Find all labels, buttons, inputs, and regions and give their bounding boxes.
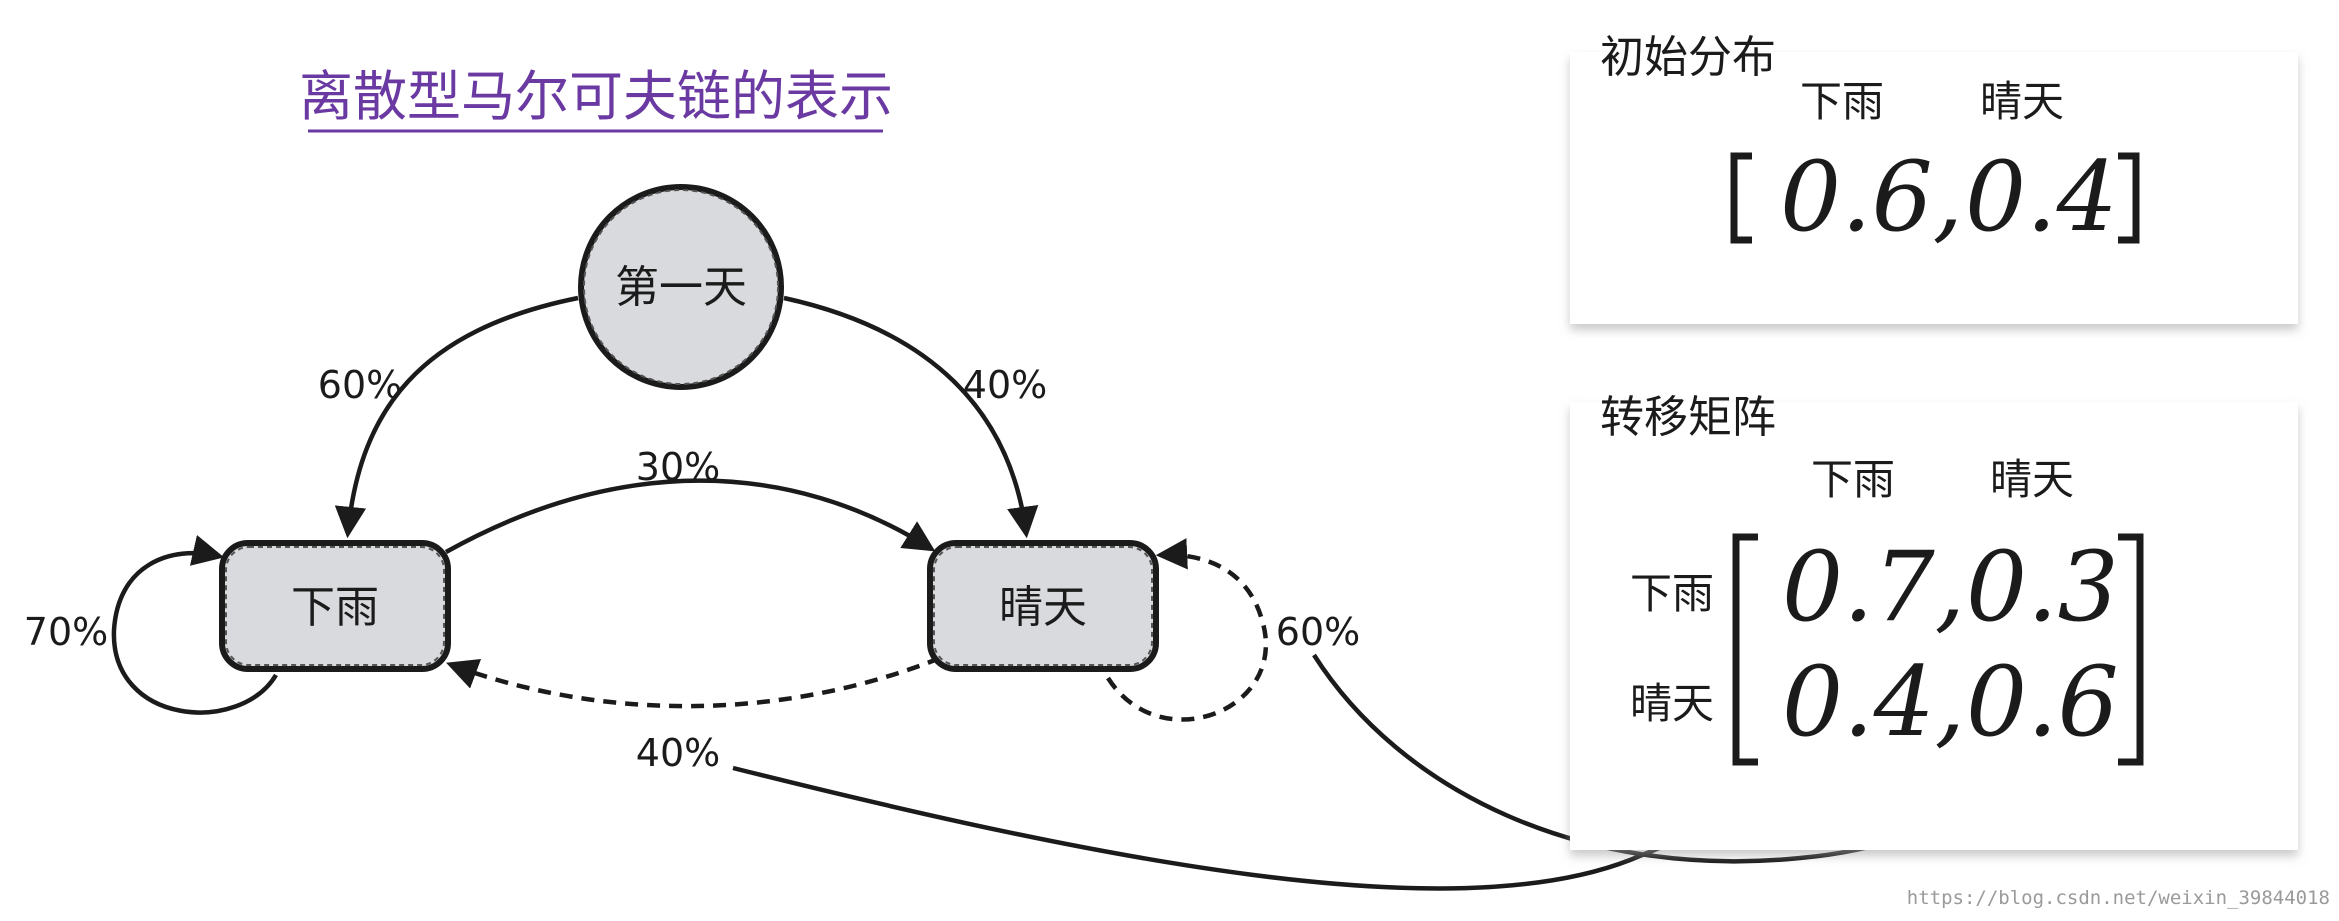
node-rain-rough-edge <box>225 546 445 666</box>
matrix-col-rain: 下雨 <box>1811 455 1895 504</box>
matrix-bracket-right <box>2118 533 2144 766</box>
matrix-cell-0-0: 0.7, <box>1782 531 1965 643</box>
label-start-to-sunny: 40% <box>963 363 1047 407</box>
matrix-cell-1-1: 0.6 <box>1966 646 2119 758</box>
node-rain-shape <box>219 540 451 672</box>
node-sunny: 晴天 <box>927 540 1159 672</box>
matrix-panel-heading: 转移矩阵 <box>1600 392 1776 443</box>
label-start-to-rain: 60% <box>318 363 402 407</box>
label-rain-self: 70% <box>24 610 108 654</box>
edges <box>111 295 2028 891</box>
diagram-title: 离散型马尔可夫链的表示 <box>299 65 893 133</box>
edge-sunny-self-loop <box>1106 538 1269 722</box>
initial-col-sunny: 晴天 <box>1980 77 2064 126</box>
node-start-rough-edge <box>583 189 779 385</box>
watermark-url: https://blog.csdn.net/weixin_39844018 <box>1907 887 2330 909</box>
matrix-row-sunny: 晴天 <box>1630 679 1714 728</box>
node-rain-label: 下雨 <box>291 582 379 633</box>
label-sunny-self: 60% <box>1276 610 1360 654</box>
matrix-row-rain: 下雨 <box>1630 569 1714 618</box>
node-start: 第一天 <box>578 184 784 390</box>
edge-rain-self-loop <box>111 535 278 715</box>
initial-distribution-panel: 初始分布 下雨 晴天 0.6, 0.4 <box>1570 32 2298 324</box>
node-sunny-shape <box>927 540 1159 672</box>
node-rain: 下雨 <box>219 540 451 672</box>
edge-start-to-sunny <box>783 295 1039 539</box>
initial-bracket-left <box>1730 152 1752 244</box>
matrix-panel-card <box>1570 402 2298 850</box>
edge-rain-to-sunny <box>444 478 936 554</box>
label-sunny-to-rain: 40% <box>636 731 720 775</box>
initial-panel-card <box>1570 52 2298 324</box>
edge-start-to-rain <box>334 295 579 539</box>
matrix-cell-1-0: 0.4, <box>1782 646 1965 758</box>
diagram-title-text: 离散型马尔可夫链的表示 <box>299 65 893 128</box>
initial-value-sunny: 0.4 <box>1965 141 2118 253</box>
transition-matrix-panel: 转移矩阵 下雨 晴天 下雨 晴天 0.7, 0.3 0.4, 0.6 <box>1570 392 2298 850</box>
label-rain-to-sunny: 30% <box>636 445 720 489</box>
node-start-label: 第一天 <box>615 262 747 313</box>
node-sunny-label: 晴天 <box>999 582 1087 633</box>
initial-value-rain: 0.6, <box>1780 141 1963 253</box>
initial-bracket-right <box>2118 152 2140 244</box>
node-start-shape <box>578 184 784 390</box>
initial-panel-heading: 初始分布 <box>1600 32 1776 83</box>
initial-col-rain: 下雨 <box>1800 77 1884 126</box>
matrix-col-sunny: 晴天 <box>1990 455 2074 504</box>
edge-labels: 60% 40% 30% 40% 70% 60% <box>24 363 1360 775</box>
node-sunny-rough-edge <box>933 546 1153 666</box>
matrix-cell-0-1: 0.3 <box>1966 531 2119 643</box>
edge-sunny-to-rain <box>446 655 941 709</box>
matrix-bracket-left <box>1732 533 1758 766</box>
